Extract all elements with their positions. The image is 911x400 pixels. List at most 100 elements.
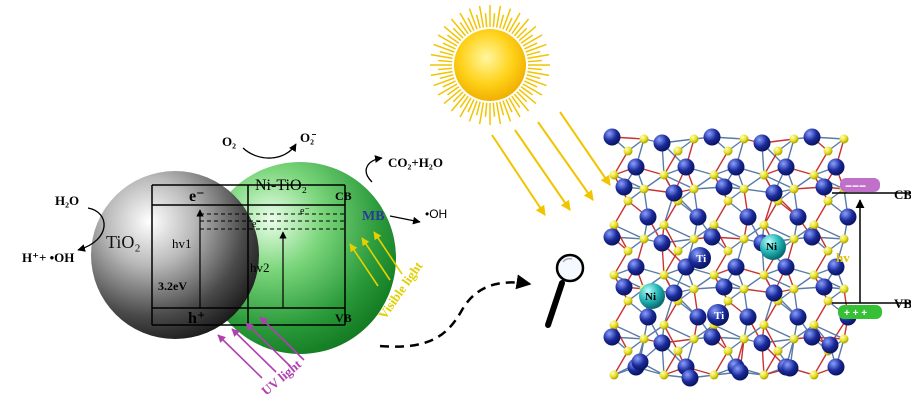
lattice-atom (639, 208, 657, 226)
lattice-bond (663, 300, 679, 326)
hole-signs: + + + (844, 308, 867, 319)
sun-ray (467, 99, 475, 113)
lattice-bond (613, 224, 629, 252)
sun-ray (450, 18, 467, 37)
oxygen-atom (659, 170, 669, 180)
sun-ray (527, 59, 542, 63)
sun-ray (505, 99, 513, 113)
sun-ray (495, 102, 502, 125)
lattice-bond (613, 200, 629, 226)
sun-ray (452, 27, 464, 39)
bandgap-label: 3.2eV (158, 279, 187, 293)
sun-ray (524, 80, 538, 88)
sun-ray (459, 97, 472, 118)
hole-tio2-label: h⁺ (188, 310, 205, 327)
mb-to-oh-arrow (389, 215, 421, 225)
lattice-atom (731, 363, 749, 381)
sun-ray (438, 67, 453, 71)
lattice-atom (781, 359, 799, 377)
sun-ray (516, 91, 528, 103)
ni-atom (760, 234, 786, 260)
vb-right-label: VB (894, 296, 911, 311)
lattice-atom (821, 336, 839, 354)
oxygen-atom (823, 196, 833, 206)
hv-right-label: hv (836, 250, 850, 265)
sun-ray (484, 13, 488, 28)
oxygen-atom (609, 270, 619, 280)
sun-ray (520, 34, 534, 44)
electron-tio2-label: e⁻ (189, 188, 205, 205)
electron-small-1-label: e⁻ (300, 206, 310, 217)
lattice-bond (813, 350, 829, 376)
oxygen-atom (623, 296, 633, 306)
lattice-atom (715, 178, 733, 196)
lattice-atom (827, 258, 845, 276)
sun-ray (522, 34, 543, 47)
lattice-bond (763, 200, 779, 226)
oxygen-atom (759, 220, 769, 230)
sun-ray (439, 74, 454, 80)
oxygen-atom (789, 134, 799, 144)
hv2-label: hv2 (250, 260, 270, 275)
oxygen-atom (809, 220, 819, 230)
sun-ray (433, 77, 455, 87)
oxygen-atom (639, 234, 649, 244)
lattice-bond (813, 224, 829, 252)
lattice-atom (603, 328, 621, 346)
magnifier-icon (545, 253, 585, 328)
lattice-bond (713, 324, 745, 340)
ni-tio2-sphere (204, 162, 396, 354)
oxygen-atom (609, 370, 619, 380)
sun-ray (525, 77, 547, 87)
lattice-bond (663, 274, 695, 290)
sun-ray (525, 43, 547, 53)
lattice-atom (827, 358, 845, 376)
sun-ray (522, 83, 543, 96)
ti-atom (689, 247, 711, 269)
sun-ray (508, 97, 521, 118)
lattice-atom (739, 208, 757, 226)
sun-ray (505, 17, 513, 31)
lattice-atom (765, 284, 783, 302)
oxygen-atom (789, 334, 799, 344)
oxygen-atom (689, 284, 699, 294)
lattice-atom (615, 178, 633, 196)
tio2-label: TiO₂ (106, 232, 141, 252)
lattice-bond (813, 300, 829, 326)
dashed-process-arrow (379, 274, 532, 348)
lattice-atom (627, 158, 645, 176)
sun-ray (484, 102, 488, 117)
oxygen-atom (739, 234, 749, 244)
oxygen-atom (739, 284, 749, 294)
sun-ray (478, 5, 485, 28)
sun-ray (468, 100, 478, 122)
crystal-lattice-icon (603, 128, 857, 387)
lattice-bond (663, 250, 679, 276)
lattice-bond (763, 150, 779, 176)
oxygen-atom (709, 370, 719, 380)
sun-ray (443, 25, 462, 42)
lattice-atom (789, 208, 807, 226)
oxygen-atom (689, 134, 699, 144)
sun-ray (502, 8, 512, 30)
lattice-atom (839, 208, 857, 226)
lattice-atom (615, 278, 633, 296)
lattice-bond (663, 150, 679, 176)
sun-ray (527, 70, 550, 77)
oxygen-atom (789, 234, 799, 244)
lattice-atom (677, 158, 695, 176)
sun-ray (430, 70, 453, 77)
lattice-bond (713, 200, 729, 226)
sun-ray (511, 95, 521, 109)
oxygen-atom (739, 134, 749, 144)
sun-ray (442, 80, 456, 88)
lattice-bond (713, 324, 729, 352)
tio2-sphere (91, 171, 259, 339)
oxygen-atom (789, 284, 799, 294)
lattice-bond (813, 250, 829, 276)
ni-atom (639, 283, 665, 309)
sun-ray (513, 18, 530, 37)
oxygen-atom (839, 284, 849, 294)
ni-tio2-label: Ni-TiO₂ (255, 177, 307, 194)
sun-ray (511, 21, 521, 35)
